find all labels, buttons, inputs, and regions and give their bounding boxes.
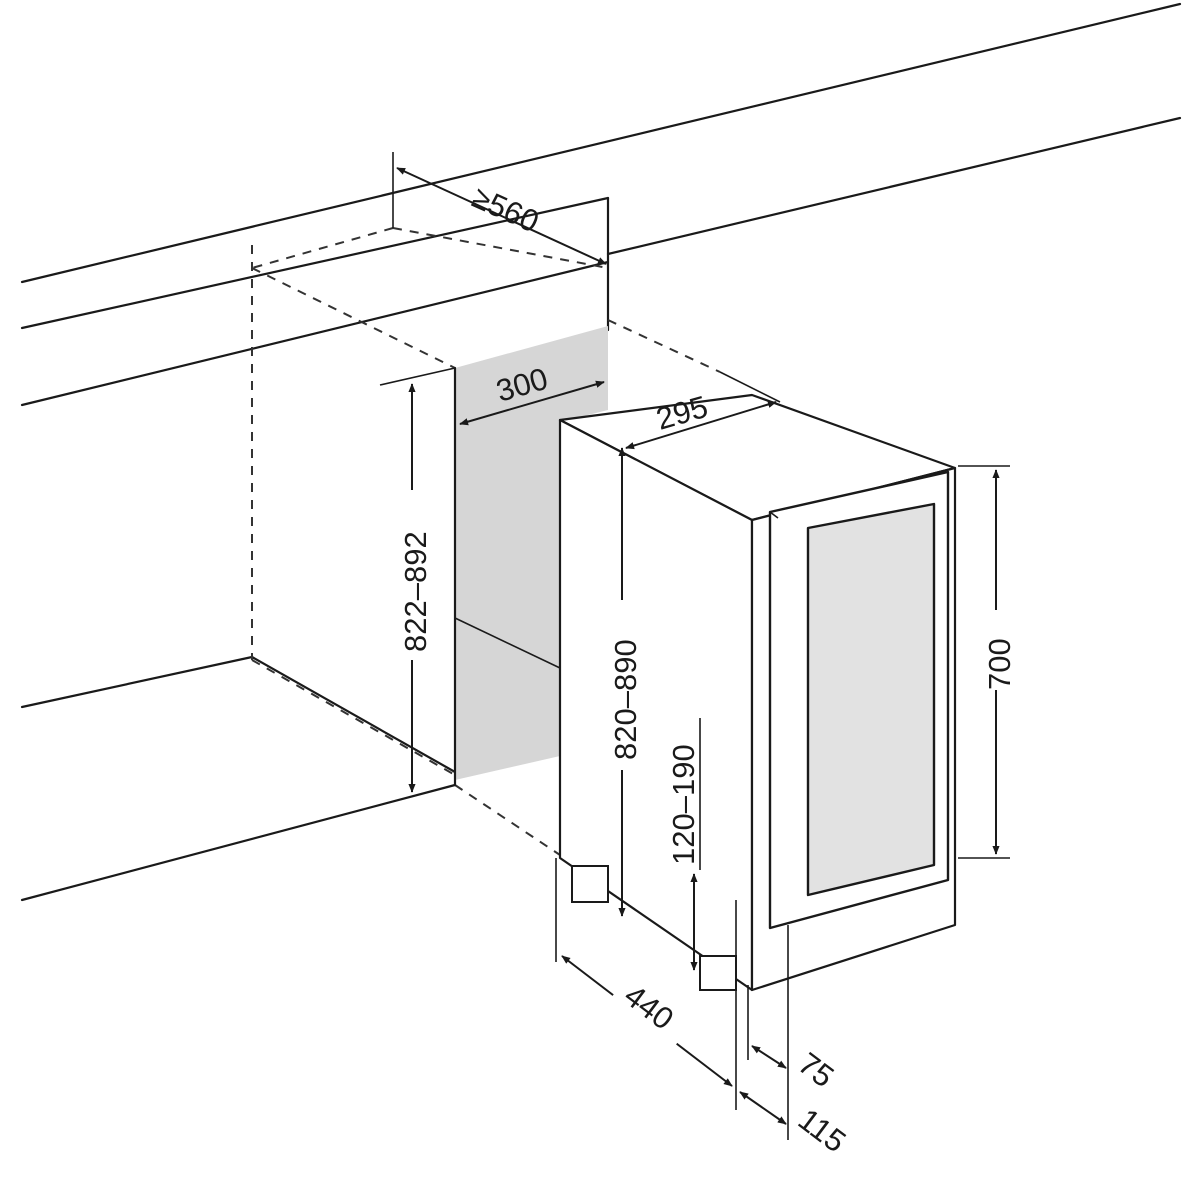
niche-top-back <box>251 227 394 269</box>
niche-back-wall <box>453 326 608 787</box>
niche-hidden-lines <box>251 227 721 856</box>
dim-295-line <box>625 400 777 450</box>
dim-700-label-bg <box>978 610 1014 690</box>
dim-822-label: 822–892 <box>398 531 433 652</box>
dim-560-label: ≥560 <box>467 179 544 239</box>
bottom-extension-lines <box>555 858 789 1140</box>
dim-120-label: 120–190 <box>666 744 701 865</box>
dim-700-label: 700 <box>982 638 1017 690</box>
dim-560-line <box>396 167 607 265</box>
dim-75-line <box>751 1045 787 1069</box>
plinth-top-line <box>20 655 254 709</box>
dim-822-label-bg <box>394 490 430 660</box>
floor-dash <box>454 784 561 856</box>
door-hinge-top <box>769 511 779 519</box>
niche-floor-left <box>250 655 457 774</box>
niche-floor-dash-right <box>607 319 721 373</box>
dim-820-label: 820–890 <box>608 639 643 760</box>
dim-115-line <box>739 1091 787 1125</box>
foot-left <box>571 865 609 903</box>
cooler-side <box>558 418 754 992</box>
dim-leg-height: 120–190 <box>666 718 701 971</box>
door-glass <box>806 502 936 897</box>
dim-door-open: 115 <box>739 1091 853 1160</box>
dim-295-ext <box>719 371 781 403</box>
niche-bottom-dash <box>251 659 456 776</box>
countertop <box>20 2 1182 407</box>
dim-door-offset: 75 <box>751 1045 841 1095</box>
floor-line <box>20 783 457 902</box>
foot-front <box>699 955 737 991</box>
dim-115-label: 115 <box>792 1102 853 1160</box>
niche-top-right <box>392 227 609 269</box>
countertop-back-edge-right <box>606 116 1182 256</box>
dim-820-label-bg <box>604 600 640 770</box>
lower-cabinet <box>20 655 457 902</box>
countertop-top-edge <box>20 2 1182 284</box>
dim-75-label: 75 <box>792 1046 841 1095</box>
niche-back-panel <box>455 326 608 780</box>
dim-unit-height: 820–890 <box>604 447 643 917</box>
dim-door-height: 700 <box>958 465 1017 859</box>
dim-niche-height: 822–892 <box>379 367 456 793</box>
dim-440-label-bg <box>608 969 696 1051</box>
niche-shelf-line <box>454 617 561 669</box>
dim-300-line <box>459 380 605 426</box>
countertop-underside <box>20 260 610 407</box>
dim-822-ext-top <box>379 367 456 386</box>
niche-top-left-diag <box>251 267 456 369</box>
